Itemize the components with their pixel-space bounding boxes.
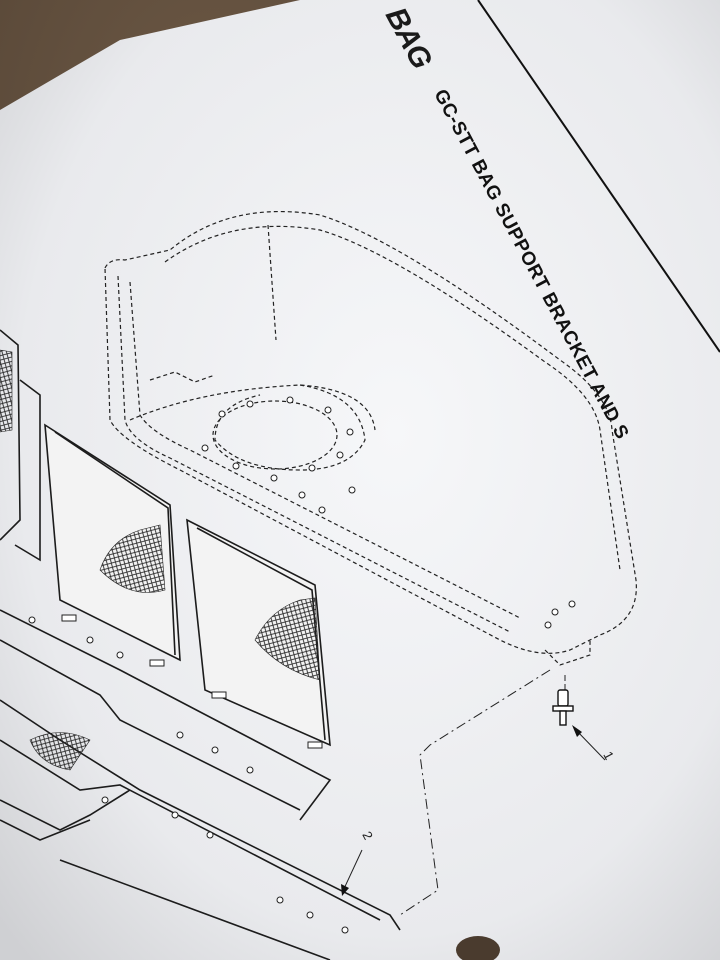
arrow-head (572, 725, 582, 737)
fastener-details (28, 614, 349, 934)
pin-fastener (552, 689, 574, 726)
arrow-head (341, 884, 349, 896)
bracket-frame (0, 329, 401, 960)
mesh-screens (0, 349, 321, 771)
bolt-holes (201, 396, 576, 629)
bag-outline (104, 210, 637, 666)
header-rule (477, 0, 720, 353)
punch-hole (456, 936, 500, 960)
